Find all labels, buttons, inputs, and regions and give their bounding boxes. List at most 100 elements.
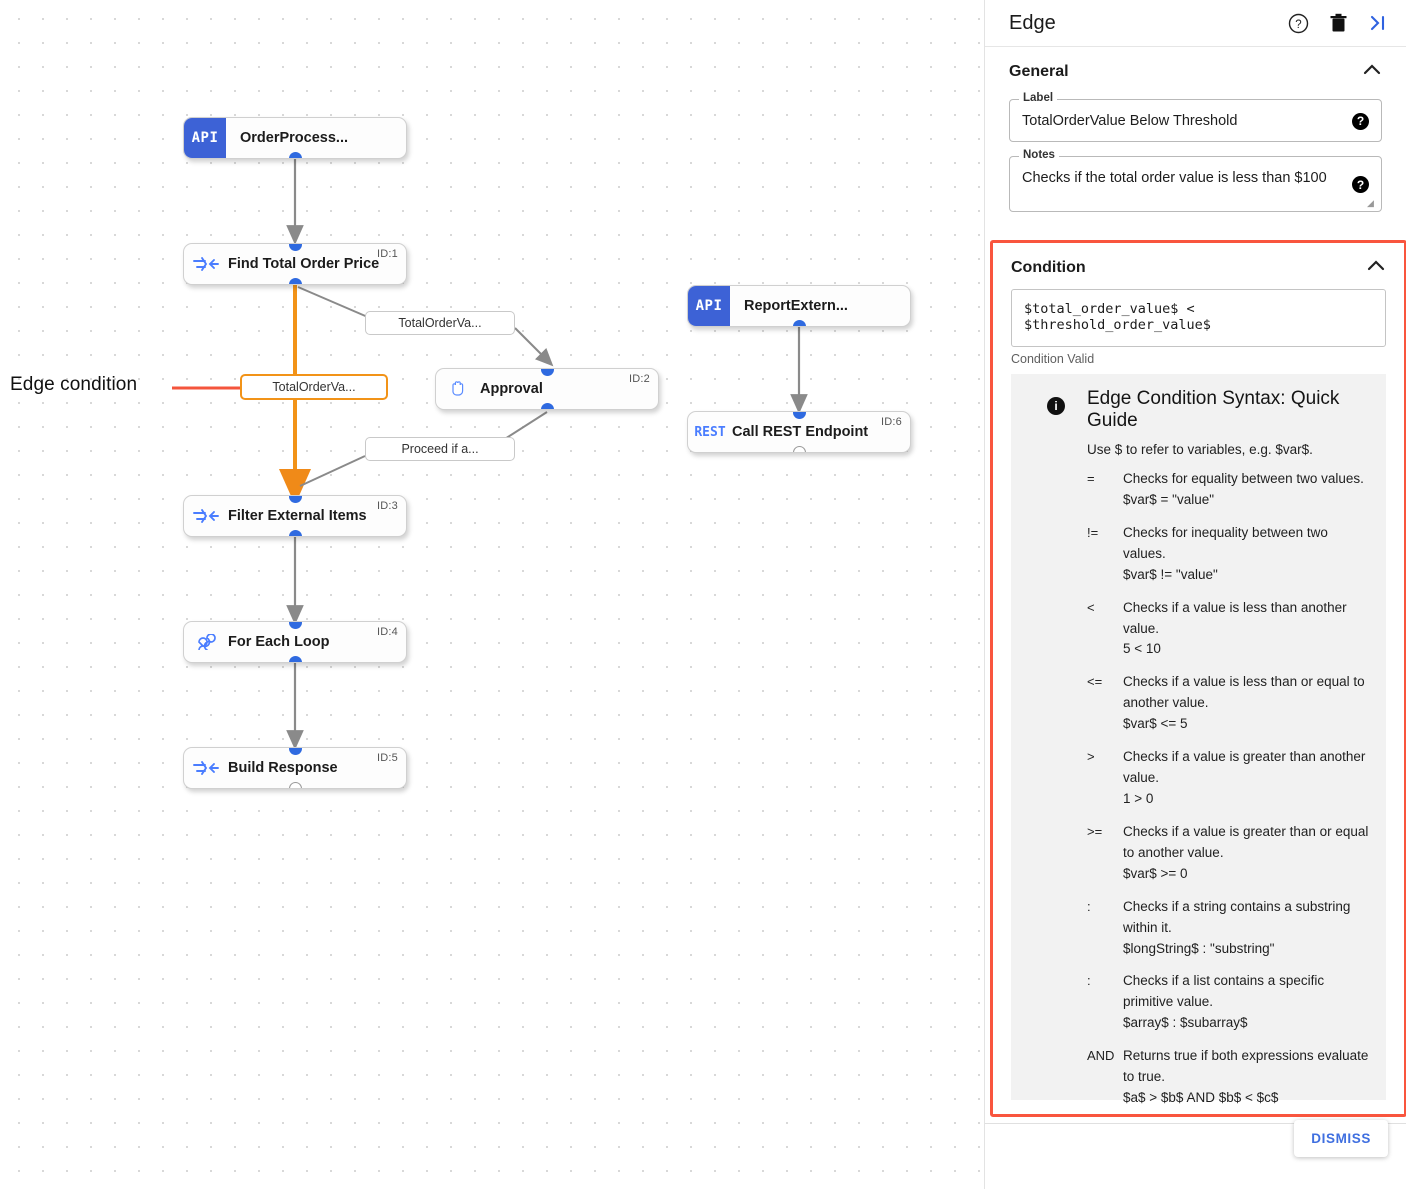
operator-description: Checks if a value is less than or equal … (1123, 674, 1365, 711)
operator-symbol: > (1087, 749, 1095, 765)
operator-row: !=Checks for inequality between two valu… (1087, 523, 1372, 586)
operator-example: $var$ = "value" (1123, 491, 1215, 507)
node-input-port[interactable] (792, 412, 806, 419)
operator-description: Checks if a string contains a substring … (1123, 898, 1351, 935)
notes-field[interactable]: Notes Checks if the total order value is… (1009, 149, 1382, 213)
workflow-canvas[interactable]: Edge condition API OrderProcess... Find … (0, 0, 984, 1189)
condition-expression-input[interactable]: $total_order_value$ < $threshold_order_v… (1011, 289, 1386, 347)
operator-symbol: < (1087, 599, 1095, 615)
node-input-port[interactable] (288, 496, 302, 503)
operator-example: $var$ >= 0 (1123, 865, 1188, 881)
edge-label-total-order-value-selected[interactable]: TotalOrderVa... (240, 374, 388, 400)
node-id: ID:1 (377, 248, 398, 260)
condition-section-header[interactable]: Condition (1005, 243, 1392, 287)
general-section-header[interactable]: General (1003, 47, 1388, 91)
label-field[interactable]: Label TotalOrderValue Below Threshold ? (1009, 92, 1382, 143)
node-output-port[interactable] (792, 445, 806, 452)
operator-description: Checks for equality between two values. (1123, 471, 1364, 486)
node-input-port[interactable] (288, 748, 302, 755)
node-output-port[interactable] (540, 402, 554, 409)
node-for-each-loop[interactable]: For Each Loop ID:4 (183, 621, 407, 663)
node-output-port[interactable] (288, 655, 302, 662)
node-order-process[interactable]: API OrderProcess... (183, 117, 407, 159)
node-label: Build Response (228, 760, 338, 776)
node-output-port[interactable] (288, 151, 302, 158)
label-field-value: TotalOrderValue Below Threshold (1022, 113, 1238, 129)
condition-validity-status: Condition Valid (1011, 352, 1095, 366)
dismiss-button[interactable]: DISMISS (1294, 1120, 1388, 1157)
notes-help-icon[interactable]: ? (1352, 176, 1369, 194)
guide-title: Edge Condition Syntax: Quick Guide (1087, 388, 1340, 431)
node-input-port[interactable] (540, 369, 554, 376)
operator-row: = Checks for equality between two values.… (1087, 469, 1372, 511)
panel-title: Edge (1009, 11, 1056, 34)
node-approval[interactable]: Approval ID:2 (435, 368, 659, 410)
operator-body: Returns true if both expressions evaluat… (1123, 1046, 1372, 1109)
node-report-extern[interactable]: API ReportExtern... (687, 285, 911, 327)
node-output-port[interactable] (288, 277, 302, 284)
node-build-response[interactable]: Build Response ID:5 (183, 747, 407, 789)
operator-row: < Checks if a value is less than another … (1087, 598, 1372, 661)
operator-example: $var$ != "value" (1123, 566, 1218, 582)
node-output-port[interactable] (792, 319, 806, 326)
node-id: ID:2 (629, 373, 650, 385)
hand-icon (436, 379, 480, 399)
node-id: ID:3 (377, 500, 398, 512)
operator-body: Checks if a string contains a substring … (1123, 897, 1372, 960)
operator-symbol: = (1087, 471, 1095, 486)
operator-body: Checks if a value is less than another v… (1123, 598, 1372, 661)
chevron-up-icon[interactable] (1362, 63, 1382, 81)
node-call-rest-endpoint[interactable]: REST Call REST Endpoint ID:6 (687, 411, 911, 453)
api-badge: API (184, 118, 226, 158)
node-input-port[interactable] (288, 244, 302, 251)
converging-arrows-icon (184, 256, 228, 272)
chevron-up-icon[interactable] (1366, 259, 1386, 277)
operator-row: : Checks if a list contains a specific pr… (1087, 971, 1372, 1034)
rest-badge: REST (694, 424, 726, 440)
operator-body: Checks for inequality between two values… (1123, 523, 1372, 586)
edge-condition-annotation: Edge condition (10, 374, 138, 395)
svg-text:?: ? (1295, 19, 1301, 31)
node-filter-external-items[interactable]: Filter External Items ID:3 (183, 495, 407, 537)
operator-example: 5 < 10 (1123, 641, 1161, 657)
operator-example: $array$ : $subarray$ (1123, 1015, 1248, 1031)
node-output-port[interactable] (288, 529, 302, 536)
node-id: ID:4 (377, 626, 398, 638)
converging-arrows-icon (184, 508, 228, 524)
edge-connections-layer (172, 158, 808, 750)
operator-symbol: : (1087, 973, 1091, 989)
resize-grip-icon[interactable]: ◢ (1367, 198, 1374, 209)
notes-field-value: Checks if the total order value is less … (1022, 170, 1327, 187)
operator-body: Checks if a list contains a specific pri… (1123, 971, 1372, 1034)
panel-footer-divider (985, 1123, 1406, 1124)
operator-body: Checks if a value is greater than anothe… (1123, 747, 1372, 810)
api-badge: API (688, 286, 730, 326)
node-label: For Each Loop (228, 634, 330, 650)
node-input-port[interactable] (288, 622, 302, 629)
trash-icon[interactable] (1329, 13, 1348, 33)
label-help-icon[interactable]: ? (1352, 112, 1369, 130)
node-output-port[interactable] (288, 781, 302, 788)
node-label: Find Total Order Price (228, 256, 380, 272)
operator-example: $a$ > $b$ AND $b$ < $c$ (1123, 1090, 1279, 1106)
operator-symbol: >= (1087, 823, 1103, 839)
operator-example: $longString$ : "substring" (1123, 940, 1275, 956)
node-find-total-order-price[interactable]: Find Total Order Price ID:1 (183, 243, 407, 285)
edge-label-total-order-value-upper[interactable]: TotalOrderVa... (365, 311, 515, 335)
operator-description: Returns true if both expressions evaluat… (1123, 1048, 1369, 1085)
operator-row: >=Checks if a value is greater than or e… (1087, 822, 1372, 885)
general-title: General (1009, 63, 1069, 80)
condition-syntax-guide: i Edge Condition Syntax: Quick Guide Use… (1011, 374, 1386, 1105)
node-id: ID:5 (377, 752, 398, 764)
guide-intro: Use $ to refer to variables, e.g. $var$. (1087, 442, 1313, 457)
converging-arrows-icon (184, 760, 228, 776)
help-circle-icon[interactable]: ? (1288, 13, 1309, 34)
operator-example: 1 > 0 (1123, 790, 1154, 806)
operator-description: Checks if a list contains a specific pri… (1123, 973, 1325, 1010)
collapse-panel-icon[interactable] (1368, 14, 1388, 32)
operator-row: > Checks if a value is greater than anoth… (1087, 747, 1372, 810)
notes-field-legend: Notes (1019, 149, 1059, 162)
operator-row: <=Checks if a value is less than or equa… (1087, 672, 1372, 735)
info-icon: i (1047, 397, 1065, 415)
edge-label-proceed-if[interactable]: Proceed if a... (365, 437, 515, 461)
